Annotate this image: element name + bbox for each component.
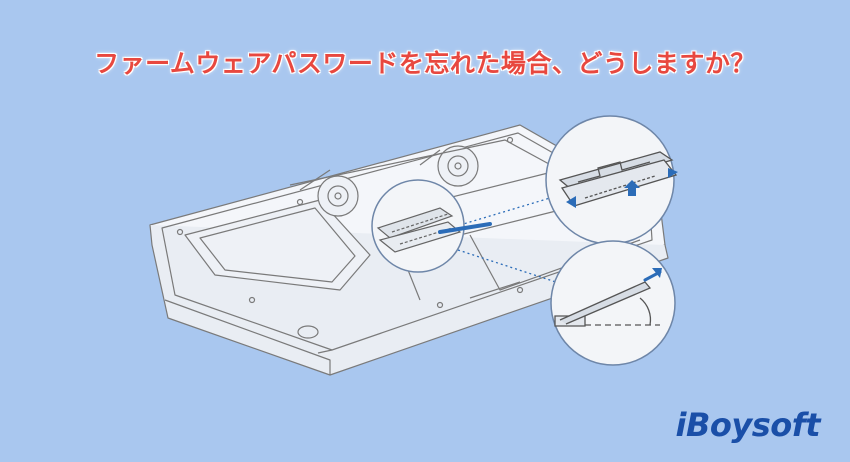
callout-ram-angle [550,240,676,366]
callout-ram-lift [545,115,678,245]
callout-ram-slot [371,179,492,273]
battery-compartment [184,199,371,291]
page-title: ファームウェアパスワードを忘れた場合、どうしますか？ [94,49,756,78]
brand-logo: iBoysoft [675,406,821,444]
fan-left [317,175,359,217]
fan-right [437,145,479,187]
